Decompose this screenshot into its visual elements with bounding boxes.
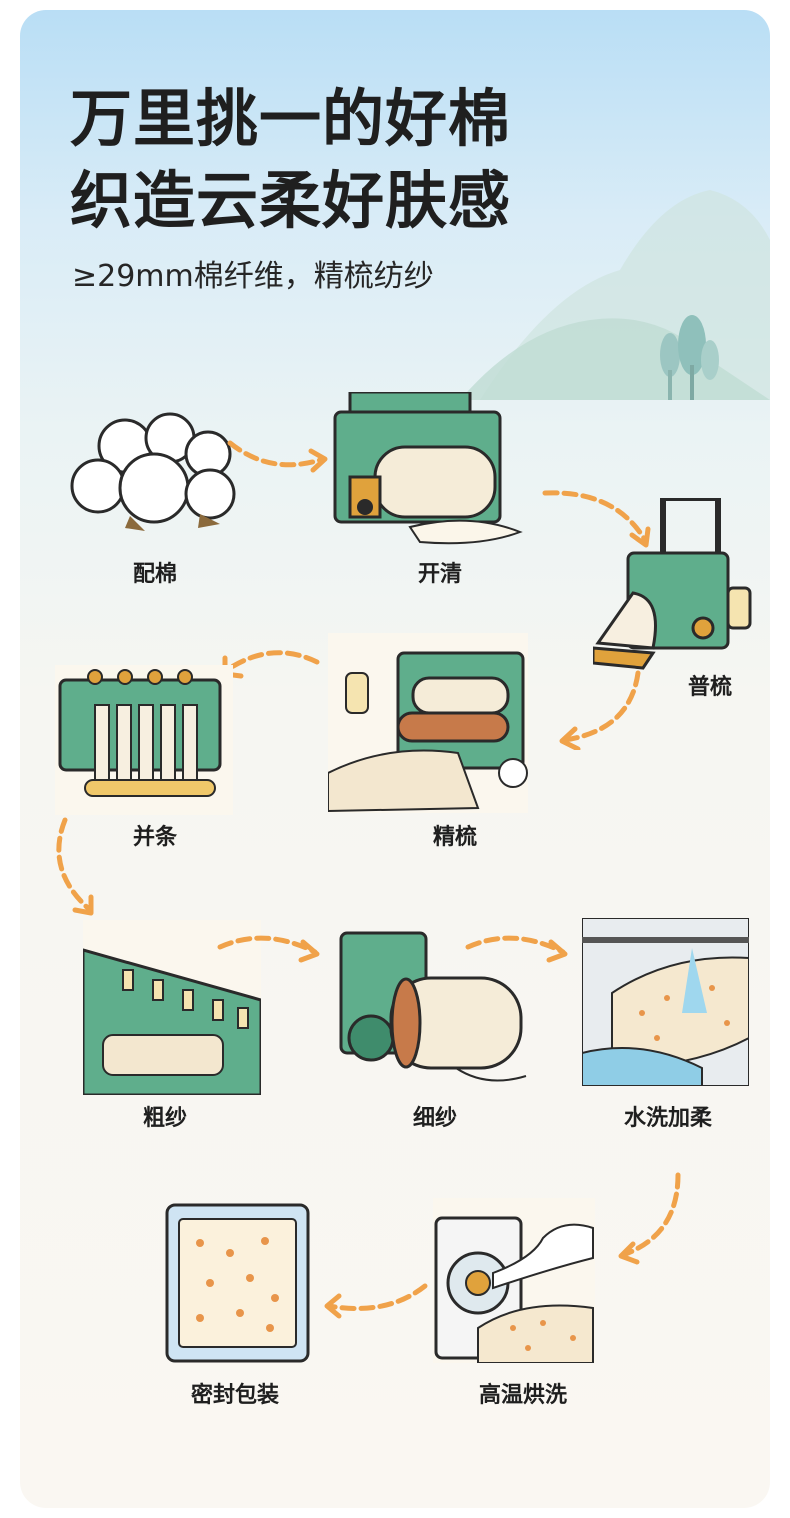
roving-frame-icon bbox=[83, 920, 261, 1095]
process-card: 万里挑一的好棉 织造云柔好肤感 ≥29mm棉纤维，精梳纺纱 配棉 开清 bbox=[20, 10, 770, 1508]
flow-arrow-icon bbox=[227, 440, 328, 473]
step-label: 细纱 bbox=[412, 1106, 457, 1131]
hills-illustration bbox=[460, 190, 770, 400]
cotton-bolls-icon bbox=[70, 412, 236, 531]
washing-fabric-icon bbox=[582, 918, 749, 1086]
step-label: 开清 bbox=[417, 562, 462, 587]
headline-line-2: 织造云柔好肤感 bbox=[70, 164, 512, 237]
flow-arrow-icon bbox=[324, 1283, 428, 1319]
step-label: 高温烘洗 bbox=[478, 1383, 567, 1408]
flow-arrow-icon bbox=[56, 817, 94, 916]
headline-line-1: 万里挑一的好棉 bbox=[70, 82, 512, 155]
step-label: 并条 bbox=[132, 825, 177, 850]
step-label: 配棉 bbox=[132, 562, 177, 587]
carding-machine-icon bbox=[593, 498, 752, 670]
flow-arrow-icon bbox=[618, 1172, 681, 1265]
step-label: 水洗加柔 bbox=[623, 1106, 712, 1131]
opening-machine-icon bbox=[333, 392, 523, 545]
step-label: 精梳 bbox=[432, 825, 477, 850]
flow-arrow-icon bbox=[542, 490, 651, 548]
step-label: 密封包装 bbox=[190, 1383, 279, 1408]
subtitle: ≥29mm棉纤维，精梳纺纱 bbox=[72, 259, 434, 294]
sealed-package-icon bbox=[165, 1203, 310, 1363]
drawing-frame-icon bbox=[55, 665, 233, 815]
dryer-machine-icon bbox=[433, 1198, 595, 1363]
step-label: 普梳 bbox=[687, 675, 732, 700]
flow-arrow-icon bbox=[217, 935, 320, 963]
step-label: 粗纱 bbox=[142, 1106, 187, 1131]
flow-arrow-icon bbox=[559, 670, 641, 750]
spinning-machine-icon bbox=[339, 931, 527, 1082]
flow-arrow-icon bbox=[465, 935, 568, 963]
combing-machine-icon bbox=[328, 633, 528, 813]
